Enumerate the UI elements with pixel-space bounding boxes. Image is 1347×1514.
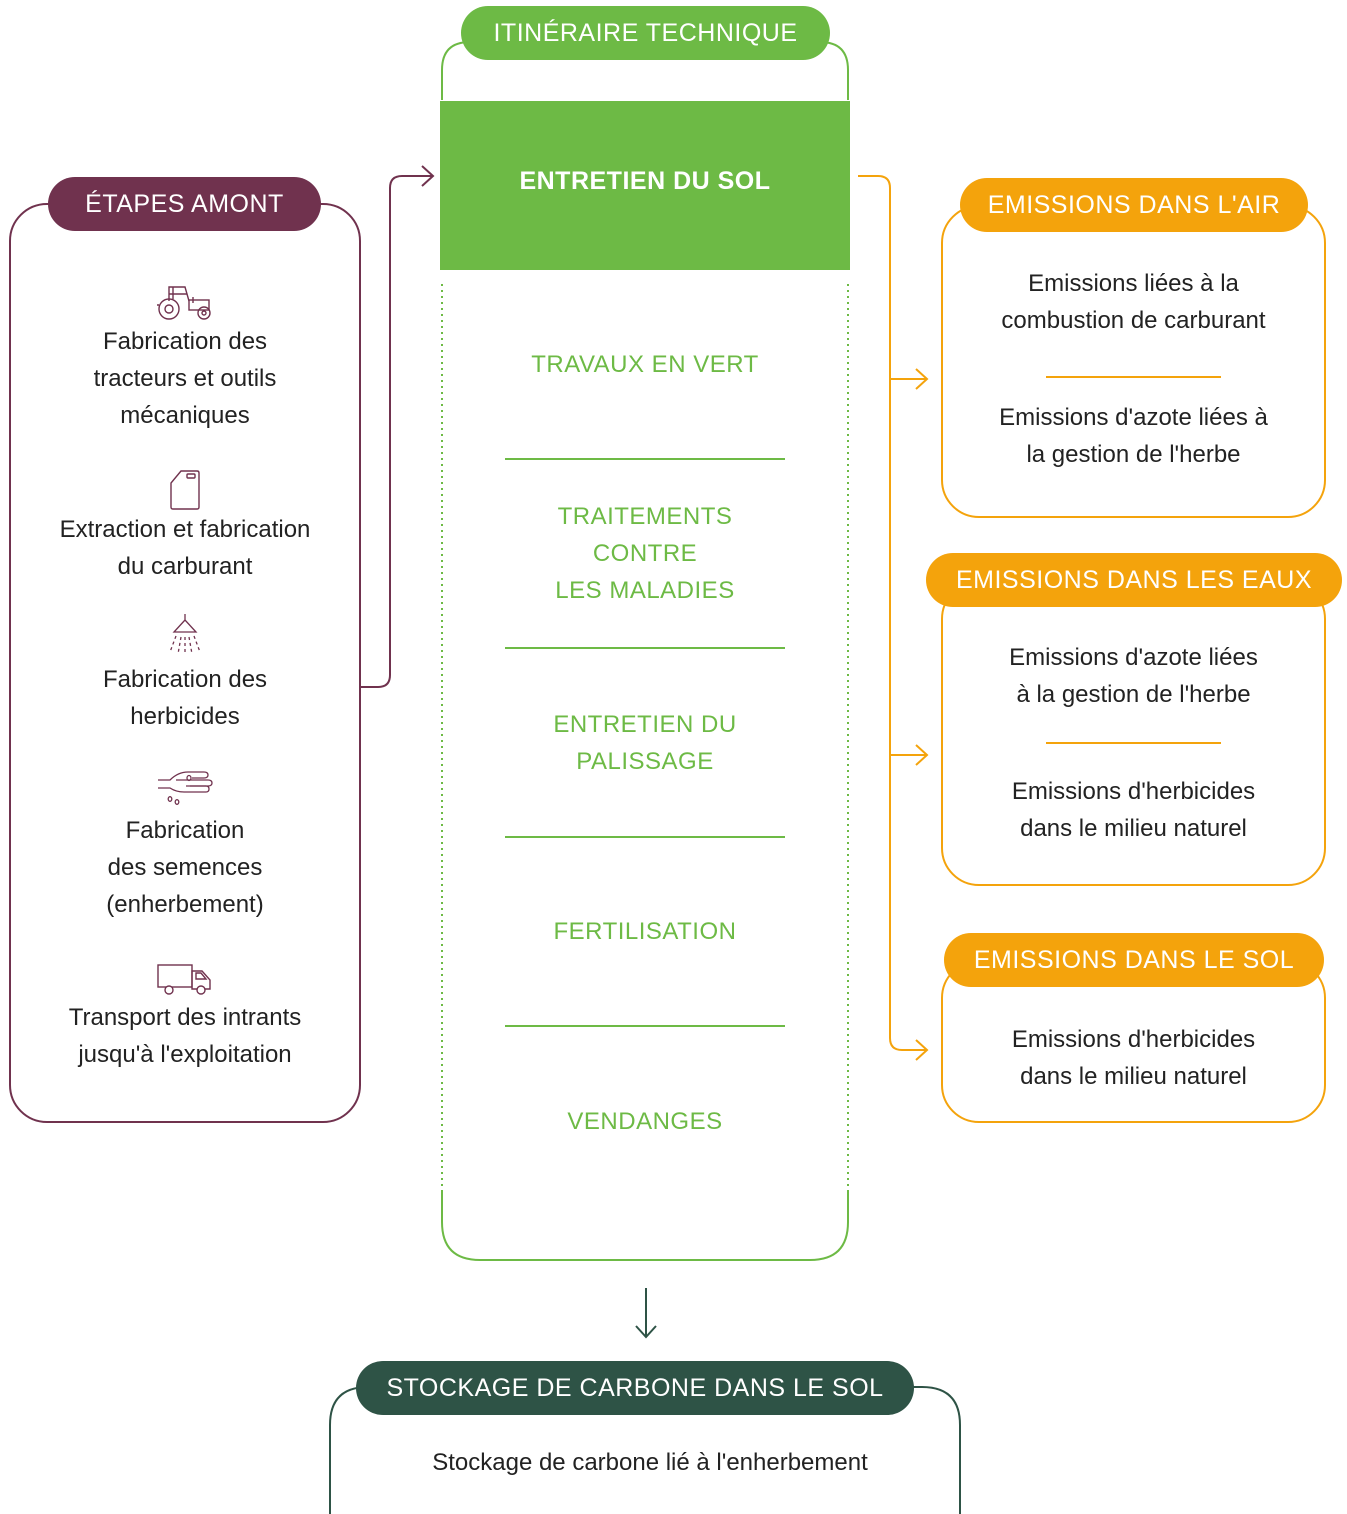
- air-item-1: Emissions d'azote liées à la gestion de l…: [945, 399, 1322, 473]
- text-line: mécaniques: [120, 402, 250, 429]
- hand-seeds-icon: [158, 771, 213, 805]
- eaux-arrow-head: [915, 744, 929, 766]
- air-title: EMISSIONS DANS L'AIR: [960, 178, 1308, 232]
- step-vendanges: VENDANGES: [440, 1103, 850, 1140]
- amont-item-2-text: Fabrication des herbicides: [20, 661, 350, 735]
- air-arrow-head: [915, 368, 929, 390]
- eaux-title: EMISSIONS DANS LES EAUX: [926, 553, 1342, 607]
- step-traitements: TRAITEMENTS CONTRE LES MALADIES: [440, 498, 850, 609]
- amont-arrow-head: [421, 165, 435, 187]
- text-line: dans le milieu naturel: [1020, 1063, 1247, 1090]
- text-line: CONTRE: [592, 540, 698, 567]
- stockage-title: STOCKAGE DE CARBONE DANS LE SOL: [356, 1361, 914, 1415]
- tractor-icon: [157, 286, 211, 320]
- text-line: du carburant: [117, 553, 253, 580]
- step-fertilisation: FERTILISATION: [440, 913, 850, 950]
- text-line: TRAVAUX EN VERT: [531, 351, 759, 378]
- amont-item-3-text: Fabrication des semences (enherbement): [20, 812, 350, 923]
- amont-item-1-text: Extraction et fabrication du carburant: [20, 511, 350, 585]
- text-line: TRAITEMENTS: [557, 503, 733, 530]
- amont-item-0-text: Fabrication des tracteurs et outils mécani…: [20, 323, 350, 434]
- text-line: (enherbement): [106, 891, 264, 918]
- text-line: Emissions liées à la: [1028, 270, 1239, 297]
- text-line: Fabrication des: [102, 328, 268, 355]
- text-line: VENDANGES: [567, 1108, 723, 1135]
- sprayer-icon: [169, 614, 201, 655]
- sol-item-0: Emissions d'herbicides dans le milieu nat…: [945, 1021, 1322, 1095]
- text-line: Extraction et fabrication: [59, 516, 311, 543]
- text-line: LES MALADIES: [555, 577, 735, 604]
- down-arrow: [635, 1288, 657, 1339]
- text-line: Fabrication: [125, 817, 245, 844]
- highlight-step-label: ENTRETIEN DU SOL: [519, 167, 771, 195]
- amont-item-4-text: Transport des intrants jusqu'à l'exploita…: [20, 999, 350, 1073]
- text-line: ENTRETIEN DU: [553, 711, 737, 738]
- text-line: Emissions d'azote liées: [1009, 644, 1258, 671]
- text-line: PALISSAGE: [576, 748, 714, 775]
- itineraire-title: ITINÉRAIRE TECHNIQUE: [461, 6, 830, 60]
- text-line: dans le milieu naturel: [1020, 815, 1247, 842]
- step-separator: [505, 647, 785, 649]
- highlight-step-box: ENTRETIEN DU SOL: [440, 101, 850, 270]
- step-entretien-palissage: ENTRETIEN DU PALISSAGE: [440, 706, 850, 780]
- emissions-connector: [858, 175, 926, 1051]
- text-line: des semences: [107, 854, 263, 881]
- air-item-0: Emissions liées à la combustion de carbur…: [945, 265, 1322, 339]
- amont-connector-arrow: [360, 175, 432, 688]
- text-line: Emissions d'herbicides: [1011, 778, 1256, 805]
- text-line: Transport des intrants: [68, 1004, 302, 1031]
- text-line: Emissions d'herbicides: [1011, 1026, 1256, 1053]
- step-separator: [505, 1025, 785, 1027]
- text-line: tracteurs et outils: [93, 365, 277, 392]
- step-separator: [505, 836, 785, 838]
- fuel-can-icon: [170, 470, 200, 510]
- stockage-text: Stockage de carbone lié à l'enherbement: [432, 1449, 868, 1476]
- amont-title: ÉTAPES AMONT: [48, 177, 321, 231]
- text-line: FERTILISATION: [553, 918, 737, 945]
- text-line: à la gestion de l'herbe: [1016, 681, 1251, 708]
- eaux-item-0: Emissions d'azote liées à la gestion de l…: [945, 639, 1322, 713]
- step-separator: [505, 458, 785, 460]
- text-line: jusqu'à l'exploitation: [78, 1041, 292, 1068]
- text-line: Fabrication des: [102, 666, 268, 693]
- text-line: Emissions d'azote liées à: [999, 404, 1268, 431]
- text-line: combustion de carburant: [1001, 307, 1266, 334]
- text-line: la gestion de l'herbe: [1026, 441, 1241, 468]
- eaux-item-1: Emissions d'herbicides dans le milieu nat…: [945, 773, 1322, 847]
- air-separator: [1046, 376, 1221, 378]
- sol-arrow-head: [915, 1039, 929, 1061]
- eaux-separator: [1046, 742, 1221, 744]
- itineraire-frame-bottom: [441, 1192, 849, 1261]
- truck-icon: [157, 964, 211, 995]
- step-travaux-en-vert: TRAVAUX EN VERT: [440, 346, 850, 383]
- text-line: herbicides: [130, 703, 240, 730]
- sol-title: EMISSIONS DANS LE SOL: [944, 933, 1324, 987]
